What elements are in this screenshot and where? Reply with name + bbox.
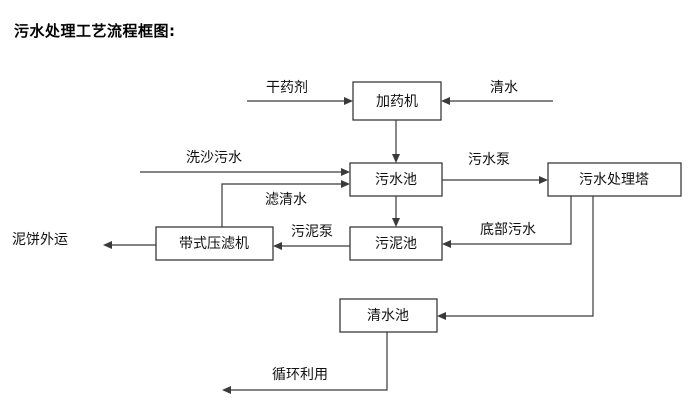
node-box bbox=[349, 226, 443, 261]
edge-label-filtrate-water: 滤清水 bbox=[265, 192, 307, 208]
arrow-head-icon bbox=[441, 97, 450, 105]
node-box bbox=[339, 298, 438, 333]
edge-line bbox=[221, 183, 344, 227]
node-sewage-pool[interactable]: 污水池 bbox=[349, 162, 443, 197]
edge-dosing-machine-to-sewage-pool bbox=[392, 120, 400, 163]
arrow-head-icon bbox=[341, 168, 350, 176]
node-label-treatment-tower: 污水处理塔 bbox=[579, 172, 649, 188]
edge-label-clean-water-in: 清水 bbox=[490, 80, 518, 96]
edge-line bbox=[448, 196, 572, 245]
node-label-sludge-pool: 污泥池 bbox=[375, 236, 417, 252]
arrow-head-icon bbox=[392, 218, 400, 227]
arrow-head-icon bbox=[437, 312, 446, 320]
edge-treatment-tower-to-clean-water-pool bbox=[437, 196, 594, 320]
arrow-head-icon bbox=[392, 154, 400, 163]
node-sludge-pool[interactable]: 污泥池 bbox=[349, 226, 443, 261]
edge-label-sand-wash-sewage: 洗沙污水 bbox=[186, 150, 242, 166]
node-box bbox=[352, 81, 442, 121]
edge-treatment-tower-to-sludge-pool: 底部污水 bbox=[442, 196, 572, 248]
edge-label-bottom-sewage: 底部污水 bbox=[480, 222, 536, 238]
node-box bbox=[547, 162, 682, 197]
node-box bbox=[155, 226, 274, 261]
node-belt-filter-press[interactable]: 带式压滤机 bbox=[155, 226, 274, 261]
page-title: 污水处理工艺流程框图: bbox=[14, 22, 176, 40]
arrow-head-icon bbox=[273, 242, 282, 250]
edge-label-recycle-use: 循环利用 bbox=[272, 367, 328, 383]
edge-label-sludge-pump: 污泥泵 bbox=[291, 224, 333, 240]
node-dosing-machine[interactable]: 加药机 bbox=[352, 81, 442, 121]
arrow-head-icon bbox=[539, 176, 548, 184]
arrow-head-icon bbox=[442, 240, 451, 248]
edge-clean-water-pool-to-recycle: 循环利用 bbox=[222, 332, 388, 394]
edge-label-dry-agent: 干药剂 bbox=[266, 80, 308, 96]
edge-filtrate-to-sewage-pool: 滤清水 bbox=[221, 180, 350, 227]
node-treatment-tower[interactable]: 污水处理塔 bbox=[547, 162, 682, 197]
arrow-head-icon bbox=[103, 241, 112, 249]
edge-sludge-pool-to-belt-filter-press: 污泥泵 bbox=[273, 224, 350, 250]
node-label-belt-filter-press: 带式压滤机 bbox=[179, 236, 249, 252]
edge-clean-water-to-dosing-machine: 清水 bbox=[441, 80, 553, 105]
edge-dry-agent-to-dosing-machine: 干药剂 bbox=[247, 80, 353, 105]
node-label-clean-water-pool: 清水池 bbox=[367, 308, 409, 324]
arrow-head-icon bbox=[341, 180, 350, 188]
edge-label-mud-cake-out: 泥饼外运 bbox=[12, 232, 68, 248]
edge-belt-filter-press-to-mud-cake-out: 泥饼外运 bbox=[12, 232, 156, 249]
edge-sand-wash-sewage-to-sewage-pool: 洗沙污水 bbox=[140, 150, 350, 176]
node-label-dosing-machine: 加药机 bbox=[376, 94, 418, 110]
arrow-head-icon bbox=[344, 97, 353, 105]
node-label-sewage-pool: 污水池 bbox=[375, 172, 417, 188]
node-box bbox=[349, 162, 443, 197]
edge-sewage-pool-to-treatment-tower: 污水泵 bbox=[442, 152, 548, 184]
edge-line bbox=[443, 196, 594, 317]
node-clean-water-pool[interactable]: 清水池 bbox=[339, 298, 438, 333]
edge-label-sewage-pump: 污水泵 bbox=[468, 152, 510, 168]
edge-sewage-pool-to-sludge-pool bbox=[392, 196, 400, 227]
edge-line bbox=[228, 332, 388, 391]
arrow-head-icon bbox=[222, 386, 231, 394]
